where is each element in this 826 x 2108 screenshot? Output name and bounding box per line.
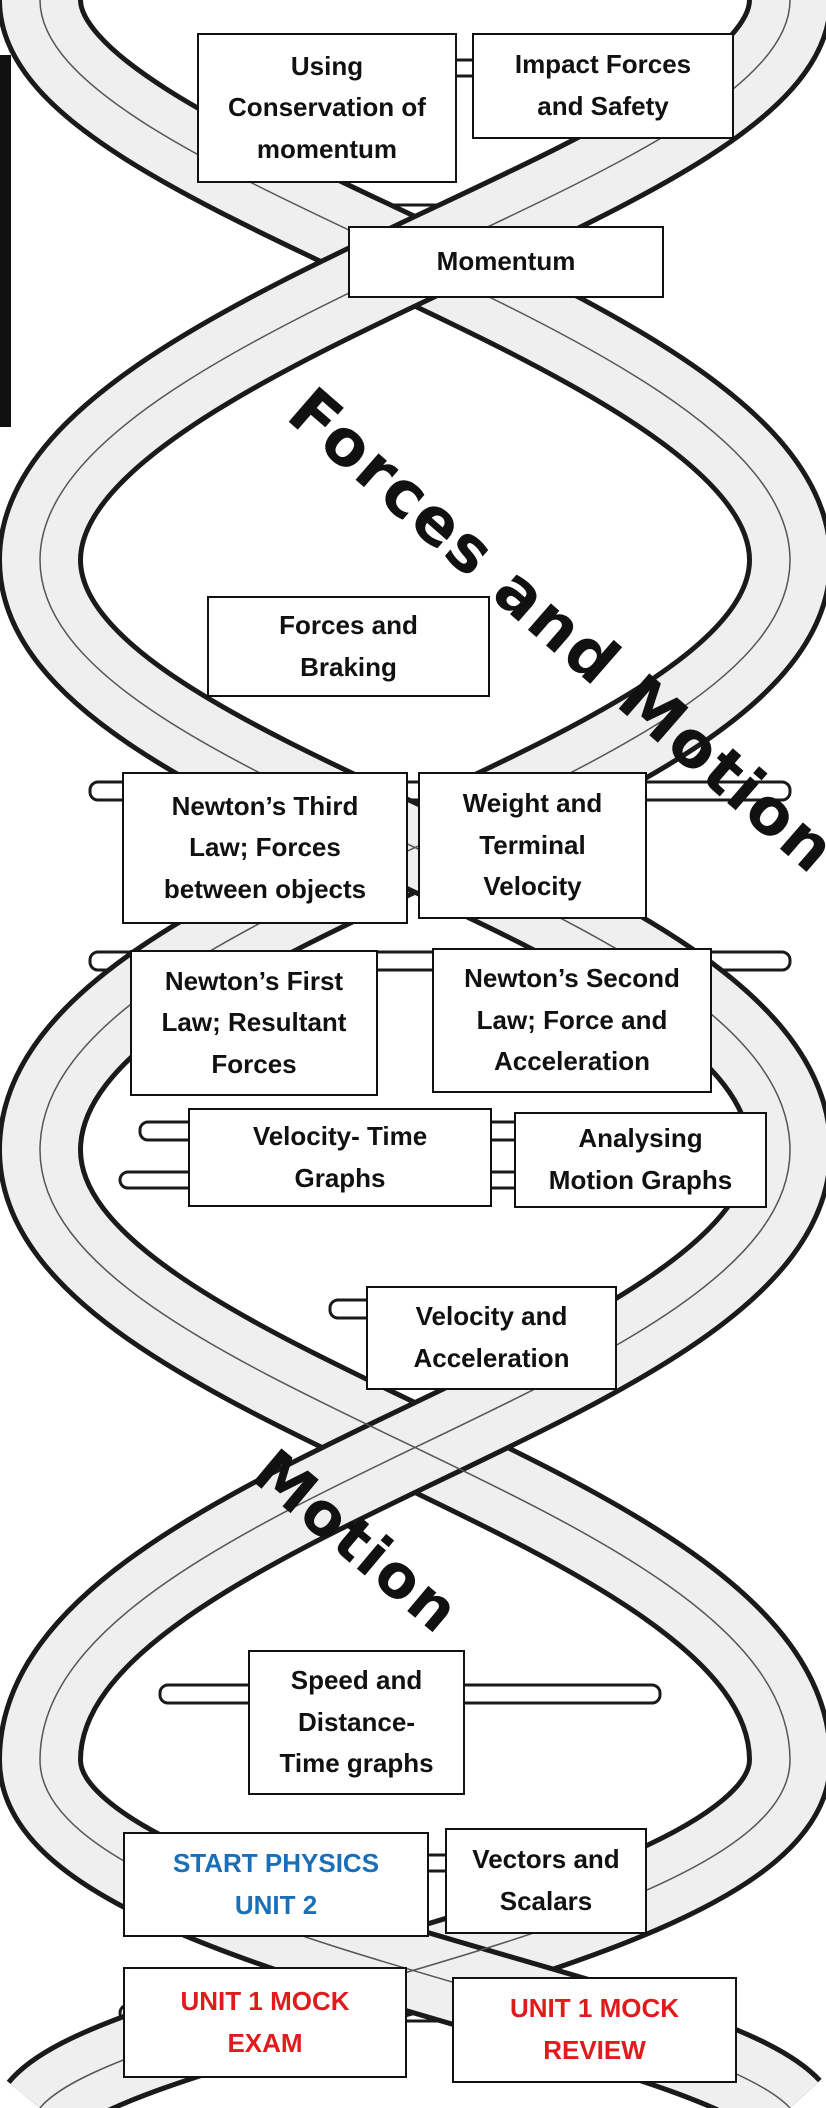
topic-speed-and-distance-time-graphs[interactable]: Speed and Distance- Time graphs <box>248 1650 465 1795</box>
topic-using-conservation-of-momentum[interactable]: Using Conservation of momentum <box>197 33 457 183</box>
topic-unit-1-mock-exam[interactable]: UNIT 1 MOCK EXAM <box>123 1967 407 2078</box>
topic-momentum[interactable]: Momentum <box>348 226 664 298</box>
topic-newtons-first-law[interactable]: Newton’s First Law; Resultant Forces <box>130 950 378 1096</box>
page-edge-bar <box>0 55 11 427</box>
topic-impact-forces-and-safety[interactable]: Impact Forces and Safety <box>472 33 734 139</box>
topic-newtons-third-law[interactable]: Newton’s Third Law; Forces between objec… <box>122 772 408 924</box>
topic-forces-and-braking[interactable]: Forces and Braking <box>207 596 490 697</box>
topic-weight-and-terminal-velocity[interactable]: Weight and Terminal Velocity <box>418 772 647 919</box>
topic-analysing-motion-graphs[interactable]: Analysing Motion Graphs <box>514 1112 767 1208</box>
topic-unit-1-mock-review[interactable]: UNIT 1 MOCK REVIEW <box>452 1977 737 2083</box>
topic-velocity-and-acceleration[interactable]: Velocity and Acceleration <box>366 1286 617 1390</box>
topic-velocity-time-graphs[interactable]: Velocity- Time Graphs <box>188 1108 492 1207</box>
topic-vectors-and-scalars[interactable]: Vectors and Scalars <box>445 1828 647 1934</box>
topic-newtons-second-law[interactable]: Newton’s Second Law; Force and Accelerat… <box>432 948 712 1093</box>
topic-start-physics-unit-2[interactable]: START PHYSICS UNIT 2 <box>123 1832 429 1937</box>
